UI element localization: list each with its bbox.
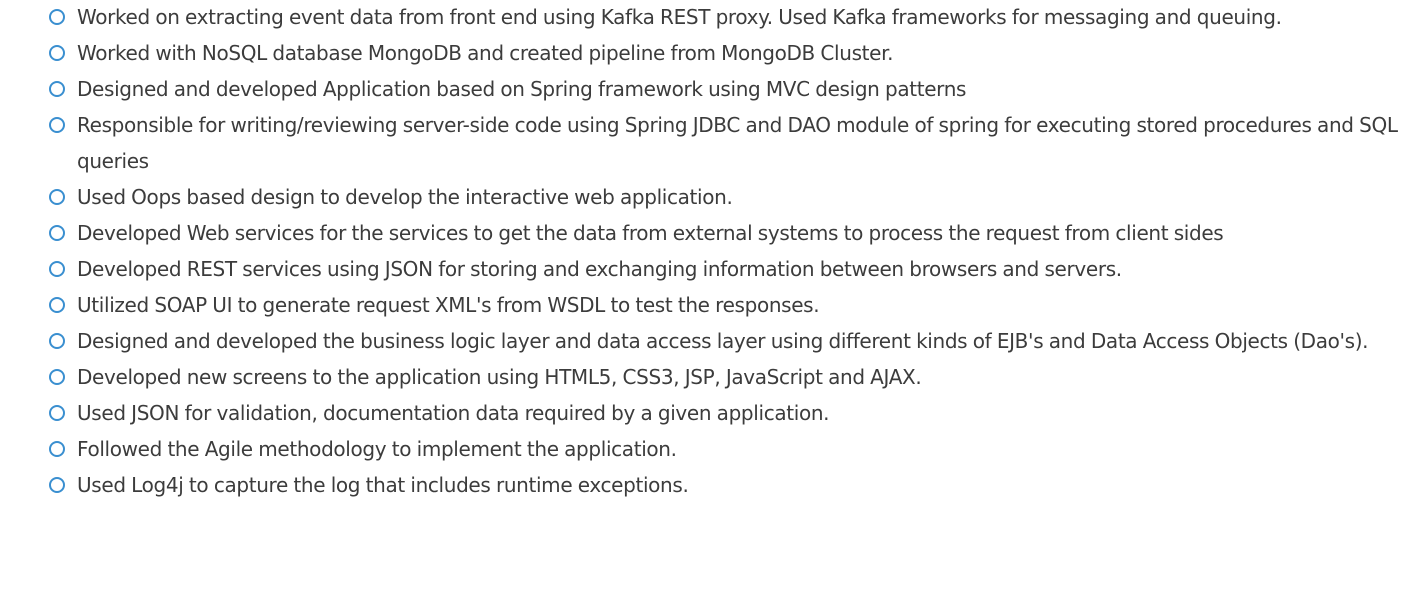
list-item-text: Worked on extracting event data from fro… (77, 5, 1282, 29)
list-item: Designed and developed Application based… (45, 71, 1405, 107)
hollow-circle-icon (49, 81, 65, 97)
hollow-circle-icon (49, 405, 65, 421)
list-item-text: Used JSON for validation, documentation … (77, 401, 830, 425)
list-item: Developed Web services for the services … (45, 215, 1405, 251)
hollow-circle-icon (49, 297, 65, 313)
list-item-text: Developed Web services for the services … (77, 221, 1224, 245)
hollow-circle-icon (49, 225, 65, 241)
list-item: Worked on extracting event data from fro… (45, 0, 1405, 35)
list-item-text: Followed the Agile methodology to implem… (77, 437, 677, 461)
list-item: Used Oops based design to develop the in… (45, 179, 1405, 215)
hollow-circle-icon (49, 477, 65, 493)
hollow-circle-icon (49, 9, 65, 25)
list-item-text: Utilized SOAP UI to generate request XML… (77, 293, 820, 317)
list-item: Responsible for writing/reviewing server… (45, 107, 1405, 179)
list-item-text: Responsible for writing/reviewing server… (77, 113, 1398, 173)
list-item: Designed and developed the business logi… (45, 323, 1405, 359)
hollow-circle-icon (49, 117, 65, 133)
list-item: Used Log4j to capture the log that inclu… (45, 467, 1405, 503)
hollow-circle-icon (49, 45, 65, 61)
list-item: Followed the Agile methodology to implem… (45, 431, 1405, 467)
list-item-text: Used Log4j to capture the log that inclu… (77, 473, 689, 497)
list-item: Utilized SOAP UI to generate request XML… (45, 287, 1405, 323)
hollow-circle-icon (49, 261, 65, 277)
list-item: Developed REST services using JSON for s… (45, 251, 1405, 287)
list-item-text: Developed new screens to the application… (77, 365, 922, 389)
list-item-text: Used Oops based design to develop the in… (77, 185, 733, 209)
list-item-text: Worked with NoSQL database MongoDB and c… (77, 41, 894, 65)
list-item: Used JSON for validation, documentation … (45, 395, 1405, 431)
hollow-circle-icon (49, 441, 65, 457)
list-item-text: Developed REST services using JSON for s… (77, 257, 1122, 281)
responsibilities-list: Worked on extracting event data from fro… (45, 0, 1405, 503)
list-item: Worked with NoSQL database MongoDB and c… (45, 35, 1405, 71)
hollow-circle-icon (49, 369, 65, 385)
list-item-text: Designed and developed the business logi… (77, 329, 1369, 353)
hollow-circle-icon (49, 189, 65, 205)
list-item: Developed new screens to the application… (45, 359, 1405, 395)
list-item-text: Designed and developed Application based… (77, 77, 967, 101)
hollow-circle-icon (49, 333, 65, 349)
